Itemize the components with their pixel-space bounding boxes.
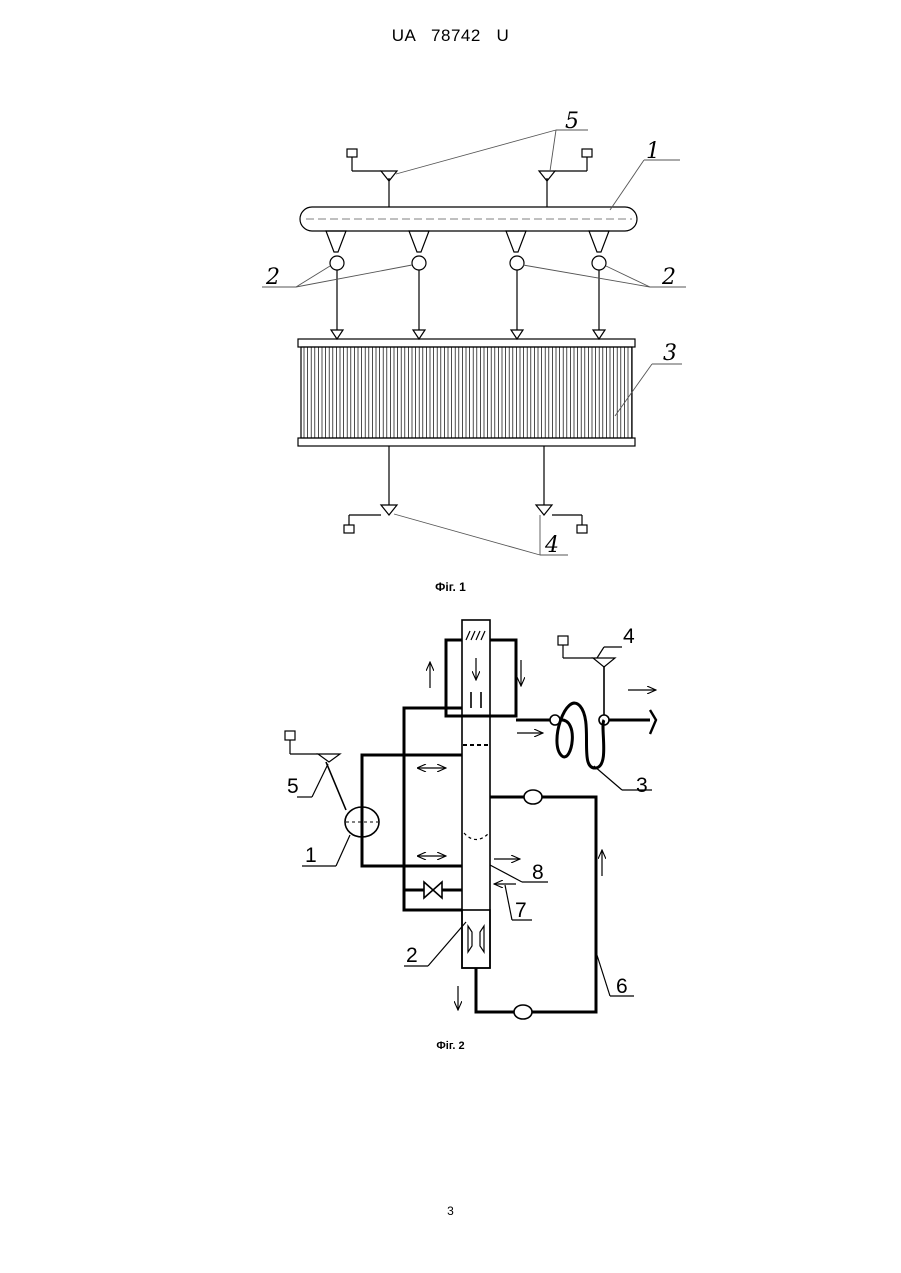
bottom-valve-left xyxy=(344,446,397,533)
page-number: 3 xyxy=(0,1204,901,1218)
fig2-label-1: 1 xyxy=(305,844,317,867)
bottom-valve-right xyxy=(536,446,587,533)
distributor-3 xyxy=(506,231,526,339)
fig1-label-1: 1 xyxy=(646,139,660,164)
gate-valve xyxy=(424,882,442,898)
fig2-label-4: 4 xyxy=(623,625,635,648)
fig1-label-2-right: 2 xyxy=(661,265,676,290)
distributor-4 xyxy=(589,231,609,339)
outer-frame xyxy=(404,708,462,910)
figure-2-drawing: 4 3 5 1 8 7 2 6 xyxy=(285,620,656,1019)
fig1-label-5: 5 xyxy=(565,109,579,134)
fig1-label-2-left: 2 xyxy=(265,265,280,290)
fig1-label-3: 3 xyxy=(663,341,677,366)
drum-loop xyxy=(362,755,462,866)
fig2-label-2: 2 xyxy=(406,944,418,967)
valve-4 xyxy=(558,636,615,715)
outlet-coil xyxy=(516,690,656,768)
distributor-2 xyxy=(409,231,429,339)
main-column xyxy=(462,620,490,968)
fig2-label-5: 5 xyxy=(287,775,299,798)
fig2-label-6: 6 xyxy=(616,975,628,998)
tube-bank xyxy=(298,339,635,446)
distributor-1 xyxy=(326,231,346,339)
top-valve-right xyxy=(539,149,592,207)
valve-5 xyxy=(285,731,346,810)
fig1-label-4: 4 xyxy=(544,533,559,558)
figure-1-drawing: 5 1 2 2 3 4 xyxy=(262,109,686,558)
fig2-label-7: 7 xyxy=(515,899,527,922)
figure-1-caption: Фіг. 1 xyxy=(0,580,901,594)
circulation-loop xyxy=(458,790,602,1019)
figure-2-caption: Фіг. 2 xyxy=(0,1040,901,1052)
figure-2-leaders xyxy=(297,647,652,996)
figure-1-leaders xyxy=(262,130,686,555)
fig2-label-3: 3 xyxy=(636,774,648,797)
top-valve-left xyxy=(347,149,397,207)
fig2-label-8: 8 xyxy=(532,861,544,884)
